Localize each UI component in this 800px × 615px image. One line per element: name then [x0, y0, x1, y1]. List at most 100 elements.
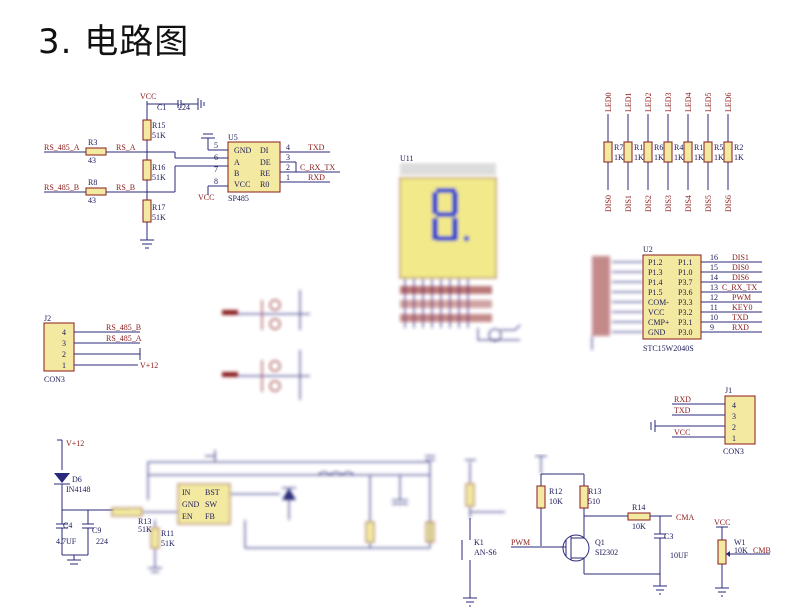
- led-resistor-0: [603, 141, 613, 163]
- j1-net-vcc: VCC: [674, 428, 690, 437]
- r13-value: 510: [588, 497, 600, 506]
- led-res-label-6: R2: [734, 143, 743, 152]
- u5-pin-b: B: [234, 169, 239, 178]
- led-res-label-2: R6: [654, 143, 663, 152]
- r12-resistor: [536, 485, 546, 509]
- j1-pin-2: 2: [732, 423, 736, 432]
- led-column-3: LED3 R4 1K DIS3: [663, 92, 684, 212]
- c9-label: C9: [92, 526, 101, 535]
- u2-net-rxd: RXD: [732, 323, 749, 332]
- w1-value: 10K: [734, 546, 748, 555]
- u5-pinnum-8: 8: [214, 177, 218, 186]
- rs-a-net: RS_A: [116, 143, 136, 152]
- u2-net-dis1: DIS1: [732, 253, 749, 262]
- buck-pin-fb: FB: [205, 512, 215, 521]
- c4-value: 4.7UF: [56, 537, 77, 546]
- j2-label: J2: [44, 314, 51, 323]
- led-res-value-1: 1K: [634, 153, 644, 162]
- r14-resistor: [627, 512, 651, 521]
- buck-r13-label: R13: [138, 517, 151, 526]
- u2-net-key0: KEY0: [732, 303, 752, 312]
- u5-pinnum-1: 1: [286, 173, 290, 182]
- led-resistor-6: [723, 141, 733, 163]
- cmb-net: CMB: [753, 546, 771, 555]
- k1-label: K1: [474, 538, 484, 547]
- r16-label: R16: [152, 163, 165, 172]
- u2-name: STC15W2040S: [643, 344, 694, 353]
- u5-pinnum-7: 7: [214, 165, 218, 174]
- u2-pin-r1: P1.0: [678, 268, 692, 277]
- c3-value: 10UF: [670, 551, 689, 560]
- u2-pinnum-10: 10: [710, 313, 718, 322]
- u2-pinnum-13: 13: [710, 283, 718, 292]
- u2-pin-l7: GND: [648, 328, 666, 337]
- j1-connector-section: J1 4 3 2 1 CON3 RXD TXD VCC: [650, 386, 756, 456]
- r17-resistor: [142, 199, 152, 223]
- u2-pin-r5: P3.2: [678, 308, 692, 317]
- j2-rs485b-net: RS_485_B: [106, 323, 141, 332]
- u2-pinnum-11: 11: [710, 303, 718, 312]
- r16-resistor: [142, 159, 152, 181]
- dis-net-6: DIS6: [724, 195, 733, 212]
- r3-resistor: [85, 147, 107, 156]
- j1-pin-3: 3: [732, 412, 736, 421]
- u2-pin-r0: P1.1: [678, 258, 692, 267]
- u2-net-pwm: PWM: [732, 293, 751, 302]
- led-column-6: LED6 R2 1K DIS6: [723, 92, 744, 212]
- led-resistor-2: [643, 141, 653, 163]
- u2-pinnum-14: 14: [710, 273, 718, 282]
- led-res-label-5: R5: [714, 143, 723, 152]
- j2-connector-section: J2 4 3 2 1 CON3 RS_485_B RS_485_A V+12: [43, 314, 158, 384]
- r14-label: R14: [632, 503, 645, 512]
- buck-pin-en: EN: [182, 512, 193, 521]
- u5-pinnum-4: 4: [286, 143, 290, 152]
- j1-connector: [724, 395, 756, 445]
- u5-pinnum-6: 6: [214, 153, 218, 162]
- r12-label: R12: [549, 487, 562, 496]
- buck-pin-gnd: GND: [182, 500, 200, 509]
- led-column-4: LED4 R1 1K DIS4: [683, 92, 704, 212]
- u2-pin-r2: P3.7: [678, 278, 692, 287]
- j2-v12-net: V+12: [140, 361, 158, 370]
- led-res-value-5: 1K: [714, 153, 724, 162]
- u5-vcc-net: VCC: [198, 193, 214, 202]
- u2-pin-r3: P3.6: [678, 288, 692, 297]
- led-resistor-bank: LED0 R7 1K DIS0 LED1 R18 1K DIS1 LED2: [603, 92, 744, 212]
- u2-pinnum-12: 12: [710, 293, 718, 302]
- u5-txd-net: TXD: [308, 143, 325, 152]
- j1-net-txd: TXD: [674, 406, 691, 415]
- led-res-label-4: R1: [694, 143, 703, 152]
- r11-label: R11: [161, 529, 174, 538]
- led-res-value-2: 1K: [654, 153, 664, 162]
- w1-vcc-net: VCC: [714, 518, 730, 527]
- c1-value: 224: [178, 103, 190, 112]
- u2-pinnum-15: 15: [710, 263, 718, 272]
- d6-value: IN4148: [66, 485, 90, 494]
- u5-chip: [227, 141, 281, 193]
- led-res-label-1: R18: [634, 143, 647, 152]
- led-column-1: LED1 R18 1K DIS1: [623, 92, 647, 212]
- u5-pin-de: DE: [260, 158, 271, 167]
- seven-segment-section: U11: [399, 154, 521, 342]
- q1-value: SI2302: [595, 548, 618, 557]
- u5-pin-a: A: [234, 158, 240, 167]
- led-res-label-3: R4: [674, 143, 683, 152]
- u5-pin-re: RE: [260, 169, 270, 178]
- buck-pin-sw: SW: [205, 500, 217, 509]
- led-net-3: LED3: [664, 92, 673, 112]
- led-column-5: LED5 R5 1K DIS5: [703, 92, 724, 212]
- u11-label: U11: [400, 154, 413, 163]
- r8-value: 43: [88, 196, 96, 205]
- led-res-value-4: 1K: [694, 153, 704, 162]
- led-resistor-5: [703, 141, 713, 163]
- u2-pin-l0: P1.2: [648, 258, 662, 267]
- led-net-2: LED2: [644, 92, 653, 112]
- r3-label: R3: [88, 138, 97, 147]
- w1-label: W1: [734, 538, 746, 547]
- u2-label: U2: [643, 245, 653, 254]
- u2-pin-r6: P3.1: [678, 318, 692, 327]
- led-net-1: LED1: [624, 92, 633, 112]
- u2-right-nets: 16 DIS1 15 DIS0 14 DIS6 13 C_RX_TX 12 PW…: [701, 253, 762, 333]
- led-res-value-3: 1K: [674, 153, 684, 162]
